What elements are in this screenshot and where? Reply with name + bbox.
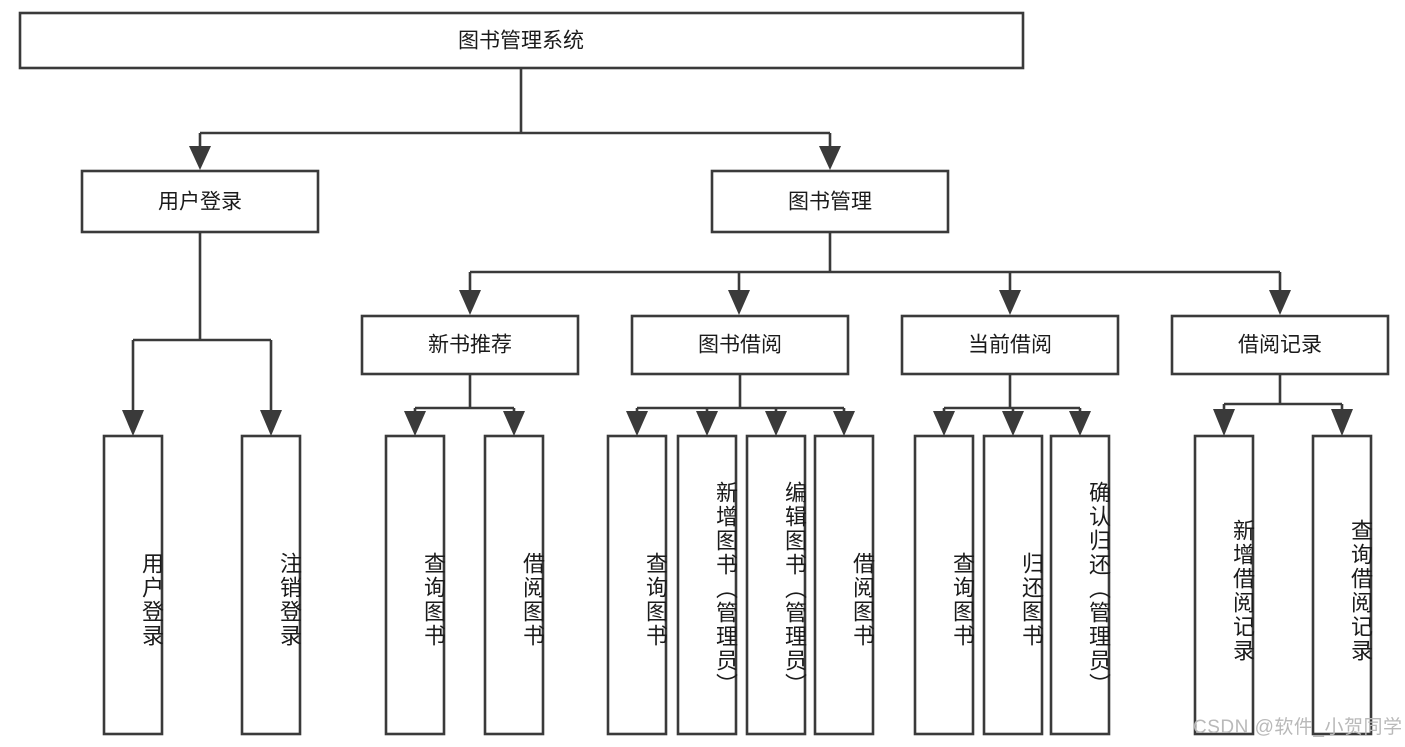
leaf-box-return-book[interactable]	[982, 434, 1044, 736]
node-book-manage[interactable]: 图书管理	[710, 169, 950, 234]
leaf-box-logout[interactable]	[240, 434, 302, 736]
book-manage-label: 图书管理	[788, 191, 872, 214]
connector-book-manage-to-level3	[459, 232, 1291, 315]
arrow-head-leaf-logout	[260, 410, 282, 436]
leaf-box-query-book-2[interactable]	[606, 434, 668, 736]
leaf-box-borrow-book-1[interactable]	[483, 434, 545, 736]
book-borrow-label: 图书借阅	[698, 334, 782, 357]
arrow-head-leaf-add-record	[1213, 409, 1235, 436]
arrow-head-user-login	[189, 146, 211, 170]
connector-user-login-to-leaves	[122, 232, 282, 436]
user-login-label: 用户登录	[158, 191, 242, 214]
connector-current-borrow-to-leaves	[933, 374, 1091, 436]
arrow-head-leaf-borrow-book-1	[503, 411, 525, 436]
arrow-head-book-borrow	[728, 290, 750, 315]
leaf-box-add-record[interactable]	[1193, 434, 1255, 736]
connector-new-book-recommend-to-leaves	[404, 374, 525, 436]
node-borrow-record[interactable]: 借阅记录	[1170, 314, 1390, 376]
borrow-record-label: 借阅记录	[1238, 334, 1322, 357]
root-label: 图书管理系统	[458, 30, 584, 53]
leaf-box-query-book-3[interactable]	[913, 434, 975, 736]
connector-root-to-level2	[189, 68, 841, 170]
arrow-head-leaf-return-book	[1002, 411, 1024, 436]
leaf-box-query-book-1[interactable]	[384, 434, 446, 736]
current-borrow-label: 当前借阅	[968, 334, 1052, 357]
leaf-box-user-login[interactable]	[102, 434, 164, 736]
new-book-recommend-box	[360, 314, 580, 376]
new-book-recommend-label: 新书推荐	[428, 334, 512, 357]
node-user-login[interactable]: 用户登录	[80, 169, 320, 234]
arrow-head-leaf-user-login	[122, 410, 144, 436]
leaf-box-borrow-book-2[interactable]	[813, 434, 875, 736]
csdn-watermark: CSDN @软件_小贺同学	[1193, 717, 1403, 738]
arrow-head-leaf-query-book-3	[933, 411, 955, 436]
arrow-head-current-borrow	[999, 290, 1021, 315]
arrow-head-book-manage	[819, 146, 841, 170]
arrow-head-borrow-record	[1269, 290, 1291, 315]
arrow-head-leaf-query-book-1	[404, 411, 426, 436]
arrow-head-leaf-query-book-2	[626, 411, 648, 436]
node-root[interactable]: 图书管理系统	[18, 11, 1025, 70]
leaf-box-add-book[interactable]	[676, 434, 738, 736]
arrow-head-leaf-borrow-book-2	[833, 411, 855, 436]
arrow-head-leaf-add-book	[696, 411, 718, 436]
arrow-head-leaf-query-record	[1331, 409, 1353, 436]
root-box	[18, 11, 1025, 70]
connector-book-borrow-to-leaves	[626, 374, 855, 436]
arrow-head-leaf-edit-book	[765, 411, 787, 436]
leaf-box-edit-book[interactable]	[745, 434, 807, 736]
arrow-head-leaf-confirm-return	[1069, 411, 1091, 436]
arrow-head-new-book-recommend	[459, 290, 481, 315]
user-login-box	[80, 169, 320, 234]
leaf-box-query-record[interactable]	[1311, 434, 1373, 736]
node-current-borrow[interactable]: 当前借阅	[900, 314, 1120, 376]
node-new-book-recommend[interactable]: 新书推荐	[360, 314, 580, 376]
leaf-box-confirm-return[interactable]	[1049, 434, 1111, 736]
node-book-borrow[interactable]: 图书借阅	[630, 314, 850, 376]
current-borrow-box	[900, 314, 1120, 376]
connector-borrow-record-to-leaves	[1213, 374, 1353, 436]
